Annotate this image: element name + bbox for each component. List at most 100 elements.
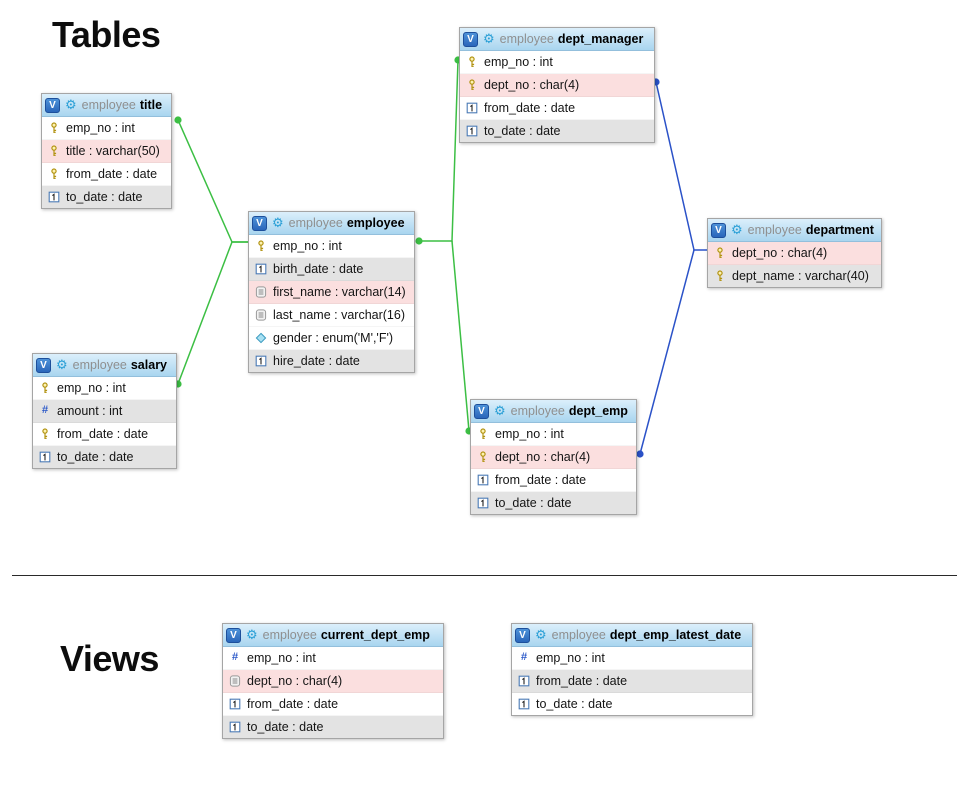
primary-key-icon (48, 168, 60, 180)
column-label: dept_no : char(4) (247, 674, 343, 688)
primary-key-icon (39, 382, 51, 394)
date-type-icon (255, 355, 267, 367)
relationship-line-title-employee[interactable] (177, 119, 248, 243)
view-badge-icon: V (226, 627, 241, 643)
text-type-icon (255, 309, 267, 321)
view-badge-icon: V (45, 97, 60, 113)
date-type-icon (466, 125, 478, 137)
relationship-line-salary-employee[interactable] (177, 241, 248, 385)
primary-key-icon (48, 122, 60, 134)
relationship-line-employee-dept_manager[interactable] (419, 59, 459, 242)
primary-key-icon (466, 79, 478, 91)
column-label: from_date : date (247, 697, 339, 711)
column-row-amount[interactable]: # amount : int (33, 400, 176, 423)
column-row-from_date[interactable]: from_date : date (42, 163, 171, 186)
column-label: emp_no : int (536, 651, 605, 665)
column-label: dept_name : varchar(40) (732, 269, 869, 283)
column-row-birth_date[interactable]: birth_date : date (249, 258, 414, 281)
column-label: to_date : date (484, 124, 561, 138)
column-row-to_date[interactable]: to_date : date (512, 693, 752, 715)
column-row-emp_no[interactable]: emp_no : int (460, 51, 654, 74)
column-row-last_name[interactable]: last_name : varchar(16) (249, 304, 414, 327)
column-row-gender[interactable]: gender : enum('M','F') (249, 327, 414, 350)
relationship-line-dept_manager-department[interactable] (655, 81, 707, 251)
schema-name: employee (747, 223, 802, 237)
column-row-emp_no[interactable]: emp_no : int (33, 377, 176, 400)
date-type-icon (466, 102, 478, 114)
column-row-emp_no[interactable]: emp_no : int (42, 117, 171, 140)
column-label: amount : int (57, 404, 123, 418)
schema-name: employee (81, 98, 136, 112)
gear-icon: ⚙ (272, 215, 284, 231)
primary-key-icon (477, 428, 489, 440)
column-row-title[interactable]: title : varchar(50) (42, 140, 171, 163)
column-row-from_date[interactable]: from_date : date (460, 97, 654, 120)
primary-key-icon (714, 270, 726, 282)
column-row-hire_date[interactable]: hire_date : date (249, 350, 414, 372)
column-row-from_date[interactable]: from_date : date (223, 693, 443, 716)
column-row-to_date[interactable]: to_date : date (460, 120, 654, 142)
gear-icon: ⚙ (535, 627, 547, 643)
relationship-line-employee-dept_emp[interactable] (451, 240, 470, 432)
schema-name: employee (262, 628, 317, 642)
relationship-line-dept_emp-department[interactable] (639, 249, 695, 455)
column-row-dept_no[interactable]: dept_no : char(4) (460, 74, 654, 97)
table-name: department (805, 223, 874, 237)
date-type-icon (518, 675, 530, 687)
column-row-dept_no[interactable]: dept_no : char(4) (223, 670, 443, 693)
views-section-heading: Views (60, 638, 159, 679)
column-row-emp_no[interactable]: # emp_no : int (223, 647, 443, 670)
relationship-endpoint-dot (415, 237, 423, 245)
column-label: emp_no : int (247, 651, 316, 665)
column-label: to_date : date (495, 496, 572, 510)
date-type-icon (229, 721, 241, 733)
column-row-first_name[interactable]: first_name : varchar(14) (249, 281, 414, 304)
view-badge-icon: V (711, 222, 726, 238)
table-name: employee (346, 216, 405, 230)
column-row-from_date[interactable]: from_date : date (33, 423, 176, 446)
column-label: dept_no : char(4) (732, 246, 828, 260)
table-name: dept_emp_latest_date (609, 628, 742, 642)
schema-name: employee (551, 628, 606, 642)
column-row-emp_no[interactable]: emp_no : int (471, 423, 636, 446)
column-label: to_date : date (66, 190, 143, 204)
table-name: salary (130, 358, 168, 372)
column-label: title : varchar(50) (66, 144, 160, 158)
numeric-type-icon: # (231, 652, 239, 664)
numeric-type-icon: # (41, 405, 49, 417)
date-type-icon (39, 451, 51, 463)
column-row-to_date[interactable]: to_date : date (223, 716, 443, 738)
column-row-from_date[interactable]: from_date : date (471, 469, 636, 492)
column-row-to_date[interactable]: to_date : date (33, 446, 176, 468)
column-row-dept_no[interactable]: dept_no : char(4) (708, 242, 881, 265)
column-row-emp_no[interactable]: emp_no : int (249, 235, 414, 258)
column-row-to_date[interactable]: to_date : date (471, 492, 636, 514)
column-label: to_date : date (536, 697, 613, 711)
column-row-emp_no[interactable]: #emp_no : int (512, 647, 752, 670)
column-row-dept_name[interactable]: dept_name : varchar(40) (708, 265, 881, 287)
column-row-from_date[interactable]: from_date : date (512, 670, 752, 693)
column-label: to_date : date (57, 450, 134, 464)
table-name: dept_emp (568, 404, 628, 418)
column-row-dept_no[interactable]: dept_no : char(4) (471, 446, 636, 469)
column-label: emp_no : int (66, 121, 135, 135)
column-row-to_date[interactable]: to_date : date (42, 186, 171, 208)
gear-icon: ⚙ (731, 222, 743, 238)
date-type-icon (48, 191, 60, 203)
